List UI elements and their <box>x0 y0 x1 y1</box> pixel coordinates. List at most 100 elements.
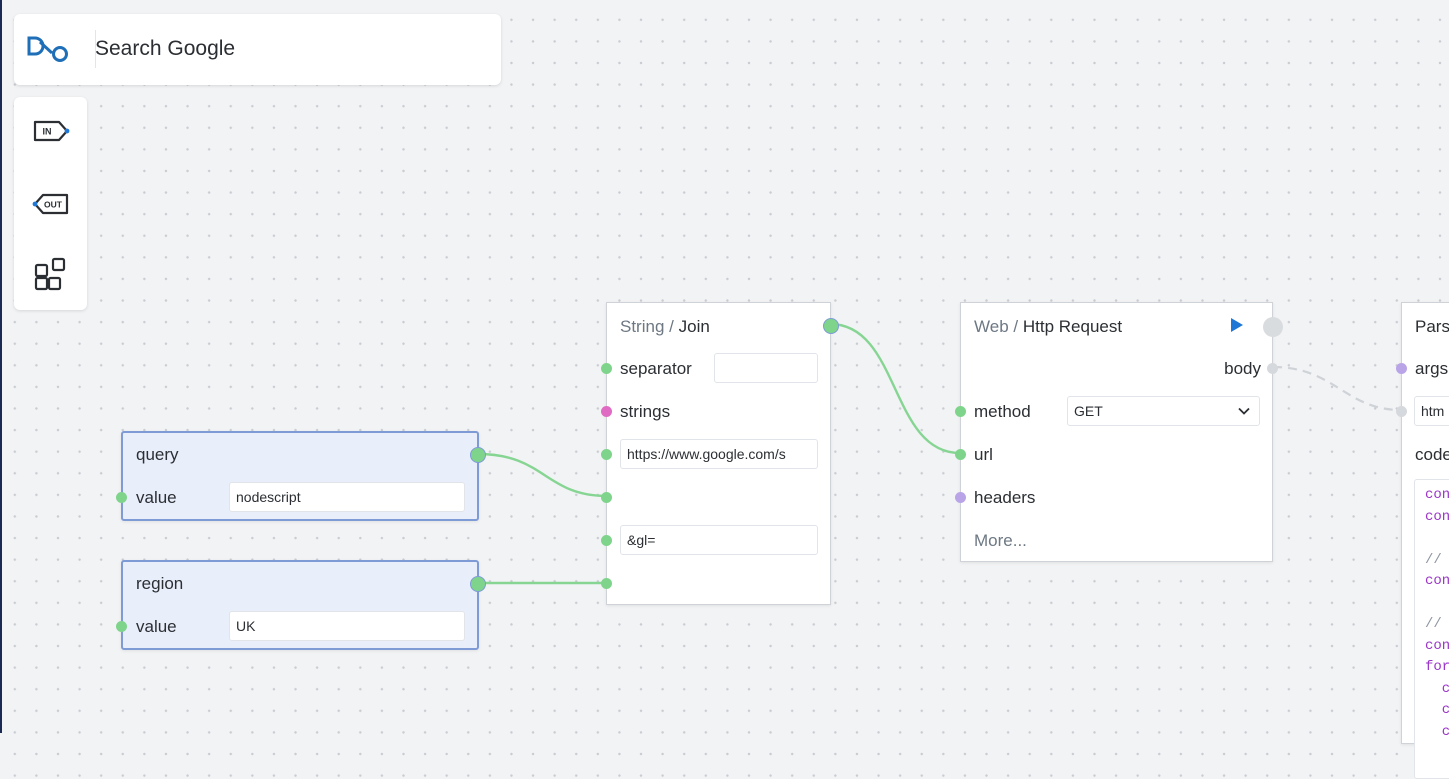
node-toolbar: IN OUT <box>14 97 87 310</box>
wire-query-to-join <box>477 452 608 498</box>
join-item-row-2 <box>601 476 830 519</box>
in-tag-label: IN <box>43 127 52 137</box>
join-node-category: String <box>620 317 665 336</box>
query-value-row: value nodescript <box>116 476 477 519</box>
parse-html-port[interactable] <box>1396 406 1407 417</box>
join-node-slash: / <box>669 317 674 336</box>
region-value-input[interactable]: UK <box>229 611 465 641</box>
http-output-port[interactable] <box>1263 317 1283 337</box>
join-item-3-input[interactable]: &gl= <box>620 525 818 555</box>
join-node-title: String / Join <box>620 305 710 348</box>
graph-title[interactable]: Search Google <box>95 37 236 60</box>
node-library-icon <box>34 257 66 291</box>
region-value-port[interactable] <box>116 621 127 632</box>
code-line: con <box>1425 487 1449 503</box>
region-output-port[interactable] <box>470 576 486 592</box>
http-body-label: body <box>1224 359 1261 378</box>
run-play-icon[interactable] <box>1231 318 1243 332</box>
string-join-node[interactable]: String / Join separator strings https://… <box>601 302 839 605</box>
join-item-2-port[interactable] <box>601 492 612 503</box>
join-item-3-port[interactable] <box>601 535 612 546</box>
join-node-header: String / Join <box>607 305 839 348</box>
join-item-row-4 <box>601 562 830 605</box>
query-value-label: value <box>136 488 177 507</box>
parse-node-header: Pars <box>1402 305 1449 348</box>
http-request-node[interactable]: Web / Http Request body method GET url h… <box>955 302 1283 562</box>
parse-args-row: args <box>1396 347 1449 390</box>
parse-html-row: htm <box>1396 390 1449 433</box>
join-item-1-input[interactable]: https://www.google.com/s <box>620 439 818 469</box>
out-tag-label: OUT <box>44 200 63 210</box>
http-node-header: Web / Http Request <box>961 305 1283 348</box>
output-node-tool[interactable]: OUT <box>31 184 71 224</box>
join-strings-port[interactable] <box>601 406 612 417</box>
query-node-title: query <box>136 445 179 464</box>
code-line <box>1425 593 1449 615</box>
code-comment-line: // <box>1425 616 1442 632</box>
http-node-name: Http Request <box>1022 317 1123 336</box>
wire-join-to-http-url <box>829 322 961 455</box>
http-node-title: Web / Http Request <box>974 305 1122 348</box>
http-method-value: GET <box>1074 403 1103 419</box>
http-node-category: Web <box>974 317 1009 336</box>
code-line: c <box>1425 702 1449 718</box>
join-item-1-port[interactable] <box>601 449 612 460</box>
region-value-label: value <box>136 617 177 636</box>
region-node-header: region <box>123 562 486 605</box>
http-headers-port[interactable] <box>955 492 966 503</box>
http-more-row: More... <box>961 519 1272 562</box>
query-output-port[interactable] <box>470 447 486 463</box>
parse-args-label: args <box>1415 359 1449 378</box>
query-param-node[interactable]: query value nodescript <box>116 431 486 521</box>
parse-node-title: Pars <box>1415 317 1449 336</box>
add-node-tool[interactable] <box>31 254 71 294</box>
code-line: c <box>1425 680 1449 697</box>
http-method-label: method <box>974 402 1031 421</box>
join-separator-input[interactable] <box>714 353 818 383</box>
region-node-title: region <box>136 574 184 593</box>
input-node-tool[interactable]: IN <box>31 111 71 151</box>
join-separator-label: separator <box>620 359 692 378</box>
join-output-port[interactable] <box>823 318 839 334</box>
http-url-row: url <box>955 433 1272 476</box>
window-left-edge <box>0 0 2 733</box>
in-tag-icon: IN <box>33 120 70 142</box>
region-param-node[interactable]: region value UK <box>116 560 486 650</box>
code-line <box>1425 528 1449 550</box>
wire-http-body-to-parse <box>1272 365 1402 412</box>
query-value-port[interactable] <box>116 492 127 503</box>
http-method-row: method GET <box>955 390 1272 433</box>
http-more-link[interactable]: More... <box>974 531 1027 550</box>
join-strings-label: strings <box>620 402 671 421</box>
code-line: con <box>1425 508 1449 525</box>
join-strings-row: strings <box>601 390 830 433</box>
join-item-4-port[interactable] <box>601 578 612 589</box>
query-value-input[interactable]: nodescript <box>229 482 465 512</box>
connection-wires <box>477 322 1402 585</box>
chevron-down-icon <box>1238 407 1250 415</box>
title-divider <box>95 30 96 68</box>
nodescript-logo-icon <box>27 36 68 62</box>
out-tag-icon: OUT <box>32 193 69 215</box>
code-line: con <box>1425 637 1449 654</box>
parse-args-port[interactable] <box>1396 363 1407 374</box>
region-value-row: value UK <box>116 605 477 648</box>
query-node-header: query <box>123 433 486 476</box>
join-separator-row: separator <box>601 347 830 390</box>
join-item-row-1: https://www.google.com/s <box>601 433 830 476</box>
http-headers-row: headers <box>955 476 1272 519</box>
http-method-port[interactable] <box>955 406 966 417</box>
code-line: for <box>1425 659 1449 675</box>
http-method-select[interactable]: GET <box>1067 396 1260 426</box>
http-body-row: body <box>961 347 1278 390</box>
join-node-name: Join <box>678 317 710 336</box>
join-separator-port[interactable] <box>601 363 612 374</box>
join-item-row-3: &gl= <box>601 519 830 562</box>
code-comment-line: // <box>1425 551 1442 568</box>
parse-html-input[interactable]: htm <box>1414 396 1449 426</box>
code-line: con <box>1425 573 1449 589</box>
http-body-port[interactable] <box>1267 363 1278 374</box>
http-url-port[interactable] <box>955 449 966 460</box>
